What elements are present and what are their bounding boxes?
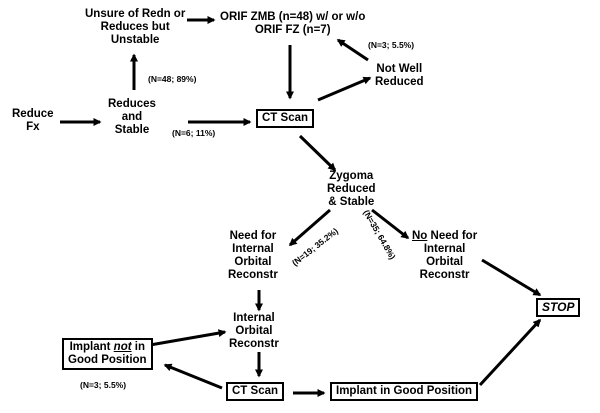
arrow-ct-to-zygoma bbox=[298, 134, 337, 172]
node-no-need-recon: No Need for Internal Orbital Reconstr bbox=[412, 230, 478, 281]
label-n48: (N=48; 89%) bbox=[148, 74, 197, 84]
label-n3-bottom: (N=3; 5.5%) bbox=[80, 380, 127, 390]
arrow-ct2-to-implantnot bbox=[163, 363, 223, 390]
node-implant-good: Implant in Good Position bbox=[330, 382, 479, 401]
node-zygoma: Zygoma Reduced & Stable bbox=[327, 170, 376, 208]
node-not-well-reduced: Not Well Reduced bbox=[375, 63, 424, 88]
arrow-notwell-to-orif bbox=[336, 38, 369, 62]
node-orif: ORIF ZMB (n=48) w/ or w/o ORIF FZ (n=7) bbox=[220, 11, 366, 36]
node-internal-orbital-recon: Internal Orbital Reconstr bbox=[229, 312, 279, 350]
arrow-noneed-to-stop bbox=[481, 258, 542, 297]
arrow-zygoma-to-noneed bbox=[371, 208, 410, 240]
node-need-recon: Need for Internal Orbital Reconstr bbox=[228, 230, 278, 281]
arrow-ct-to-notwell bbox=[317, 76, 372, 102]
node-ct-scan-1: CT Scan bbox=[256, 109, 315, 128]
arrow-implantnot-to-recon bbox=[149, 329, 227, 347]
arrow-zygoma-to-need bbox=[288, 208, 331, 247]
node-reduce-fx: Reduce Fx bbox=[12, 108, 54, 133]
label-n3-top: (N=3; 5.5%) bbox=[368, 40, 415, 50]
node-reduces-stable: Reduces and Stable bbox=[108, 98, 156, 136]
node-ct-scan-2: CT Scan bbox=[226, 382, 285, 401]
node-unsure: Unsure of Redn or Reduces but Unstable bbox=[85, 8, 186, 46]
arrow-implantgood-to-stop bbox=[478, 318, 542, 387]
node-implant-not-good: Implant not in Good Position bbox=[62, 338, 153, 370]
label-n6: (N=6; 11%) bbox=[172, 128, 216, 138]
node-stop: STOP bbox=[536, 298, 581, 317]
